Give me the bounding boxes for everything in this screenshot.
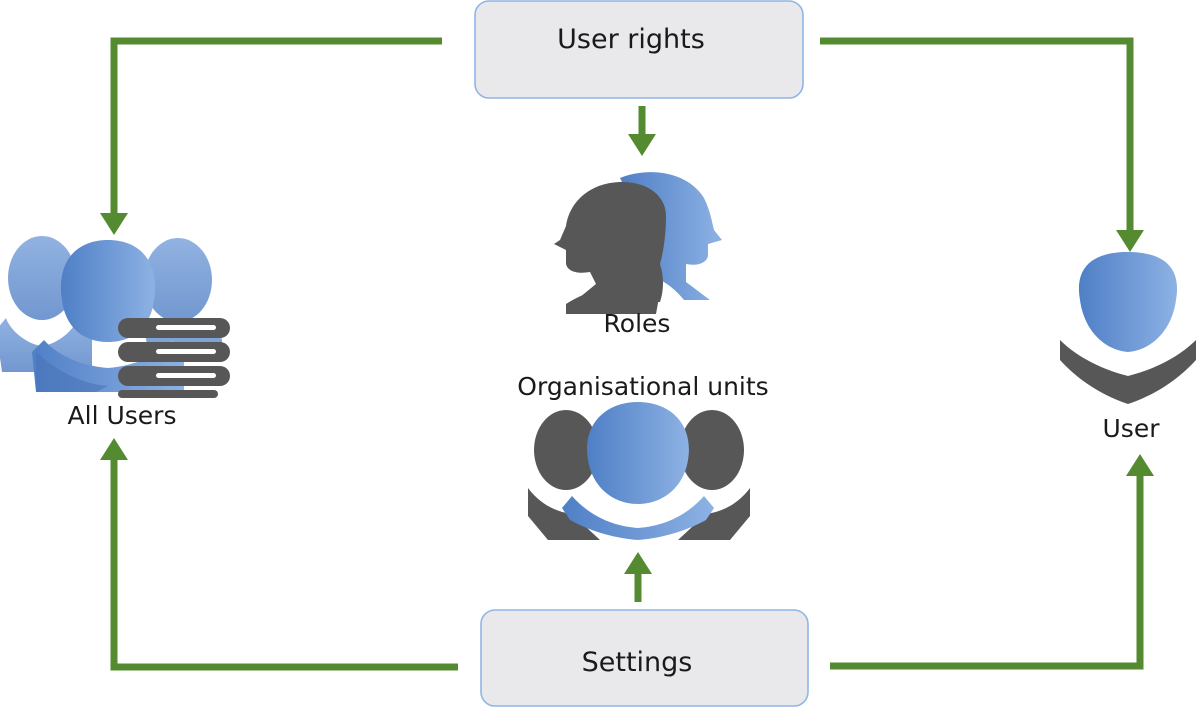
arrowhead-from-settings-to-user xyxy=(1126,454,1154,476)
arrowhead-from-settings-to-all-users xyxy=(100,438,128,460)
arrowhead-to-roles xyxy=(628,134,656,156)
settings-label: Settings xyxy=(582,647,693,678)
settings-box[interactable]: Settings xyxy=(480,609,809,707)
arrowhead-to-user xyxy=(1116,230,1144,252)
user-icon xyxy=(1060,252,1196,404)
roles-label: Roles xyxy=(604,309,671,338)
all-users-icon xyxy=(0,236,230,398)
org-units-icon xyxy=(528,402,750,540)
org-units-label: Organisational units xyxy=(517,372,768,401)
user-rights-box[interactable]: User rights xyxy=(474,0,804,99)
connector-settings-to-user xyxy=(830,474,1144,670)
user-rights-label: User rights xyxy=(557,24,705,55)
connector-user-rights-to-user xyxy=(820,37,1134,232)
all-users-label: All Users xyxy=(68,401,177,430)
connector-settings-to-all-users xyxy=(110,458,458,671)
connector-user-rights-to-all-users xyxy=(110,37,442,215)
arrowhead-to-all-users xyxy=(100,213,128,235)
arrowhead-to-org-units xyxy=(624,552,652,574)
roles-icon xyxy=(554,172,722,314)
user-label: User xyxy=(1103,414,1161,443)
